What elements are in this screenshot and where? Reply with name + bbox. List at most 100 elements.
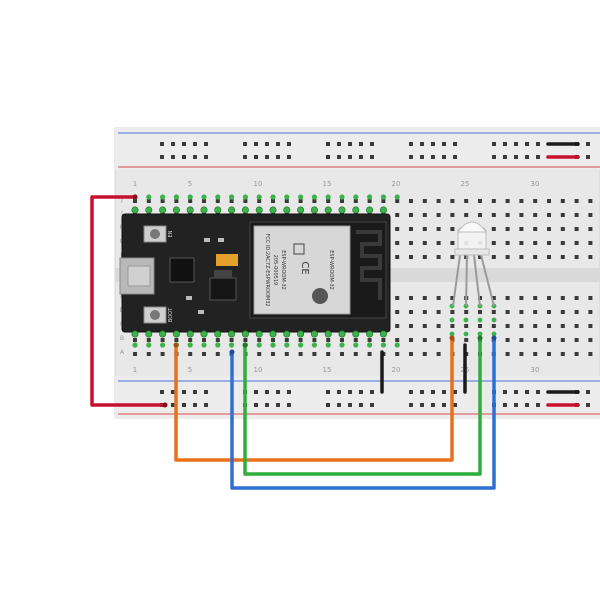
power-wires bbox=[90, 142, 580, 408]
breadboard-hole bbox=[505, 199, 510, 203]
esp32-pin[interactable] bbox=[379, 330, 387, 338]
breadboard-hole bbox=[547, 241, 551, 245]
esp32-pin[interactable] bbox=[352, 206, 360, 214]
breadboard-hole bbox=[133, 199, 137, 203]
esp32-pin[interactable] bbox=[338, 206, 346, 214]
esp32-pin[interactable] bbox=[283, 206, 291, 214]
breadboard-hole bbox=[257, 199, 262, 203]
rgb-led[interactable] bbox=[452, 221, 495, 307]
esp32-pin[interactable] bbox=[324, 330, 332, 338]
connected-hole bbox=[256, 342, 262, 348]
breadboard-hole bbox=[442, 390, 446, 394]
breadboard-hole bbox=[560, 199, 565, 203]
breadboard-hole bbox=[586, 390, 590, 394]
breadboard-hole bbox=[409, 324, 413, 328]
esp32-pin[interactable] bbox=[310, 330, 318, 338]
esp32-pin[interactable] bbox=[186, 330, 194, 338]
esp32-pin[interactable] bbox=[186, 206, 194, 214]
esp32-pin[interactable] bbox=[297, 330, 305, 338]
breadboard-hole bbox=[243, 142, 247, 146]
esp32-pin[interactable] bbox=[131, 330, 139, 338]
esp32-pin[interactable] bbox=[214, 330, 222, 338]
esp32-pin[interactable] bbox=[324, 206, 332, 214]
breadboard-hole bbox=[287, 403, 291, 407]
col-number: 30 bbox=[531, 366, 540, 374]
breadboard-hole bbox=[436, 227, 441, 231]
breadboard-hole bbox=[182, 390, 186, 394]
esp32-pin[interactable] bbox=[269, 206, 277, 214]
breadboard-hole bbox=[271, 199, 275, 203]
connected-hole bbox=[477, 317, 483, 323]
breadboard-hole bbox=[533, 255, 538, 259]
breadboard-hole bbox=[586, 403, 590, 407]
esp32-pin[interactable] bbox=[172, 330, 180, 338]
esp32-pin[interactable] bbox=[241, 330, 249, 338]
esp32-pin[interactable] bbox=[283, 330, 291, 338]
esp32-pin[interactable] bbox=[269, 330, 277, 338]
esp32-pin[interactable] bbox=[379, 206, 387, 214]
breadboard-hole bbox=[491, 324, 496, 328]
col-number: 20 bbox=[392, 180, 401, 188]
breadboard-hole bbox=[395, 310, 400, 314]
esp32-pin[interactable] bbox=[366, 330, 374, 338]
esp32-pin[interactable] bbox=[228, 206, 236, 214]
esp32-pin[interactable] bbox=[255, 330, 263, 338]
breadboard-hole bbox=[395, 241, 400, 245]
wire-green[interactable] bbox=[243, 338, 482, 476]
breadboard-hole bbox=[133, 338, 137, 342]
breadboard-hole bbox=[505, 338, 510, 342]
voltage-regulator bbox=[209, 277, 237, 301]
esp32-pin[interactable] bbox=[145, 330, 153, 338]
breadboard-hole bbox=[188, 338, 193, 342]
esp32-pin[interactable] bbox=[228, 330, 236, 338]
esp32-pin[interactable] bbox=[214, 206, 222, 214]
connected-hole bbox=[242, 194, 248, 200]
row-letter: J bbox=[120, 196, 123, 203]
breadboard-hole bbox=[287, 142, 291, 146]
breadboard-hole bbox=[420, 390, 424, 394]
breadboard-hole bbox=[243, 338, 248, 342]
breadboard-hole bbox=[560, 310, 565, 314]
wire-blue[interactable] bbox=[230, 338, 496, 490]
breadboard-hole bbox=[359, 155, 363, 159]
en-button[interactable] bbox=[143, 225, 167, 243]
breadboard-hole bbox=[202, 199, 206, 203]
esp32-pin[interactable] bbox=[145, 206, 153, 214]
esp32-pin[interactable] bbox=[159, 206, 167, 214]
breadboard-hole bbox=[257, 338, 262, 342]
esp32-board[interactable]: EN BOOT ESP-WROOM-32 FCC ID:2AC7Z-ESPWRO… bbox=[119, 206, 391, 338]
breadboard-hole bbox=[514, 142, 518, 146]
esp32-pin[interactable] bbox=[200, 206, 208, 214]
esp32-pin[interactable] bbox=[255, 206, 263, 214]
connected-hole bbox=[463, 317, 469, 323]
breadboard-hole bbox=[420, 403, 424, 407]
esp32-pin[interactable] bbox=[338, 330, 346, 338]
breadboard: 1 5 10 15 20 25 30 1 5 10 15 20 25 30 J … bbox=[114, 127, 600, 419]
wire-orange[interactable] bbox=[174, 338, 454, 462]
breadboard-hole bbox=[202, 338, 206, 342]
breadboard-hole bbox=[422, 213, 427, 217]
connected-hole bbox=[353, 194, 359, 200]
connected-hole bbox=[325, 342, 331, 348]
module-line: 205-000519 bbox=[272, 255, 278, 285]
breadboard-hole bbox=[574, 255, 579, 259]
led-leg bbox=[480, 254, 495, 307]
esp32-pin[interactable] bbox=[366, 206, 374, 214]
breadboard-hole bbox=[464, 310, 469, 314]
breadboard-hole bbox=[326, 352, 331, 356]
esp32-pin[interactable] bbox=[131, 206, 139, 214]
esp32-pin[interactable] bbox=[241, 206, 249, 214]
boot-button[interactable] bbox=[143, 306, 167, 324]
esp32-pin[interactable] bbox=[297, 206, 305, 214]
wire-red-left[interactable] bbox=[90, 195, 165, 407]
esp32-pin[interactable] bbox=[172, 206, 180, 214]
esp32-pin[interactable] bbox=[159, 330, 167, 338]
breadboard-hole bbox=[525, 403, 529, 407]
connected-hole bbox=[284, 194, 290, 200]
esp32-pin[interactable] bbox=[352, 330, 360, 338]
esp32-pin[interactable] bbox=[200, 330, 208, 338]
breadboard-hole bbox=[133, 352, 137, 356]
breadboard-hole bbox=[505, 352, 510, 356]
breadboard-hole bbox=[367, 199, 372, 203]
esp32-pin[interactable] bbox=[310, 206, 318, 214]
